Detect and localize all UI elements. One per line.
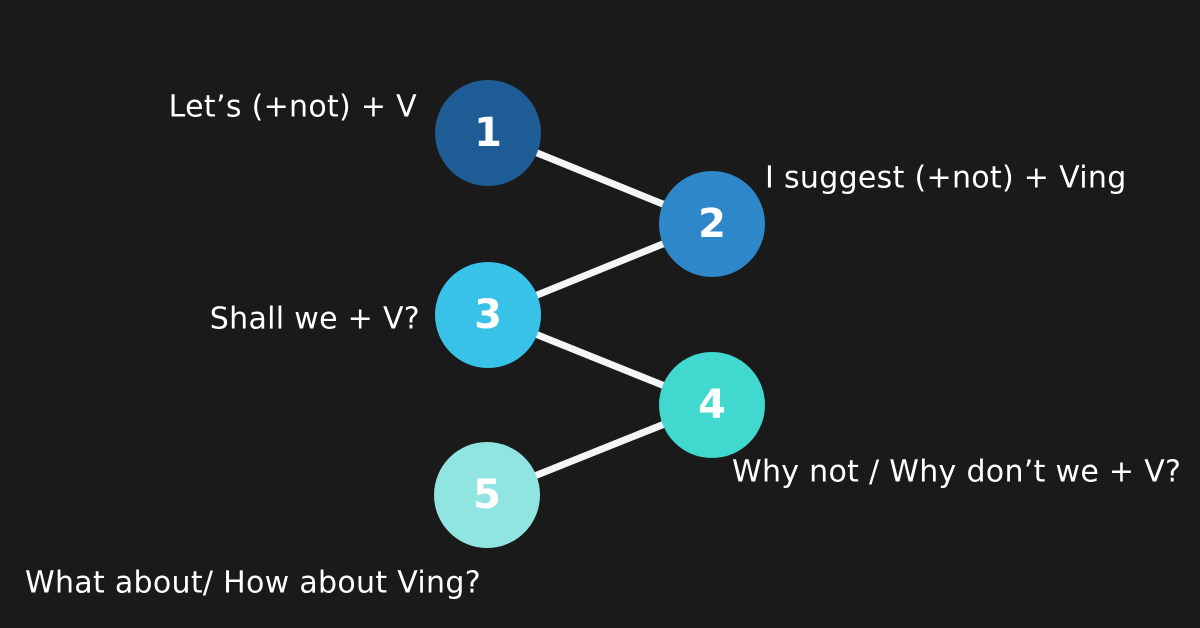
node-4-circle: 4 xyxy=(659,352,765,458)
node-1-label: Let’s (+not) + V xyxy=(168,89,417,125)
node-1-number: 1 xyxy=(474,110,502,156)
node-5-label: What about/ How about Ving? xyxy=(25,565,481,601)
node-3-circle: 3 xyxy=(435,262,541,368)
node-2-label: I suggest (+not) + Ving xyxy=(765,160,1127,196)
node-2-circle: 2 xyxy=(659,171,765,277)
node-1-circle: 1 xyxy=(435,80,541,186)
node-5-circle: 5 xyxy=(434,442,540,548)
node-4-number: 4 xyxy=(698,382,726,428)
node-3-label: Shall we + V? xyxy=(209,301,420,337)
node-4-label: Why not / Why don’t we + V? xyxy=(732,454,1182,490)
node-3-number: 3 xyxy=(474,292,502,338)
node-2-number: 2 xyxy=(698,201,726,247)
node-5-number: 5 xyxy=(473,472,501,518)
